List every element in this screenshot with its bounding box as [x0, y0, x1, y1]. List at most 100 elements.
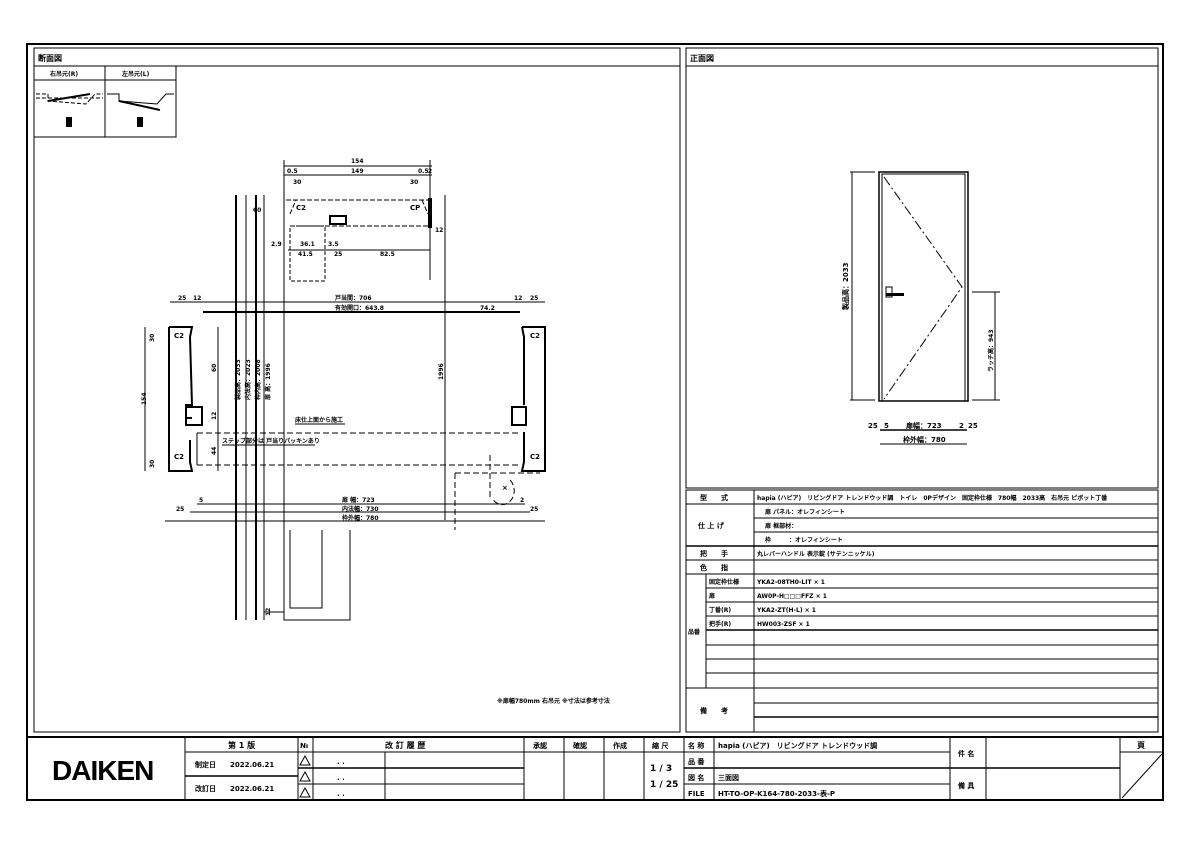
- drawing-label: 作成: [613, 741, 627, 750]
- revision-triangle-icon: [299, 754, 311, 798]
- drawing-line: [1121, 753, 1163, 799]
- handle-icon: [886, 293, 904, 296]
- drawing-line: [289, 225, 326, 282]
- drawing-line: [66, 117, 72, 127]
- drawing-label: 1996: [438, 363, 445, 380]
- drawing-label: HW003-ZSF × 1: [757, 621, 810, 628]
- drawing-label: 25: [334, 251, 342, 258]
- drawing-label: 2: [959, 422, 964, 430]
- drawing-line: [881, 173, 966, 402]
- drawing-line: [299, 754, 311, 766]
- drawing-label: 25: [868, 422, 878, 430]
- drawing-label: 枠内高：2008: [254, 359, 262, 400]
- drawing-label: 仕 上 げ: [697, 521, 725, 530]
- section-view-title: 断面図: [38, 53, 62, 63]
- drawing-label: 固定枠仕様: [709, 578, 740, 586]
- drawing-label: 品番: [688, 628, 701, 636]
- drawing-label: 30: [149, 334, 156, 342]
- drawing-label: 5: [884, 422, 889, 430]
- drawing-label: 戸当間：706: [335, 294, 372, 302]
- drawing-label: YKA2-08TH0-LIT × 1: [756, 579, 825, 586]
- open-right-label: 右吊元(R): [49, 70, 78, 78]
- drawing-label: . .: [337, 774, 345, 782]
- drawing-label: 12: [435, 227, 443, 234]
- drawing-label: 枠 ：オレフィンシート: [765, 536, 843, 544]
- drawing-label: 1 / 3: [650, 764, 672, 774]
- drawing-label: 30: [149, 460, 156, 468]
- drawing-label: 丁番(R): [709, 606, 731, 614]
- title-block: 第 1 版 制定日 2022.06.21 改訂日 2022.06.21 № 改 …: [27, 736, 1163, 800]
- drawing-label: 30: [410, 179, 418, 186]
- drawing-label: 丸レバーハンドル 表示錠 (サテンニッケル): [756, 550, 875, 558]
- drawing-line: [286, 199, 429, 227]
- drawing-label: CP: [410, 204, 420, 212]
- drawing-line: [685, 489, 1159, 733]
- drawing-label: 縮 尺: [652, 741, 668, 750]
- drawing-label: 改訂日: [195, 784, 216, 793]
- drawing-line: [511, 406, 527, 426]
- drawing-line: [283, 530, 351, 621]
- drawing-label: 149: [351, 168, 364, 175]
- open-left-icon: [118, 100, 161, 111]
- drawing-label: 60: [253, 207, 261, 214]
- drawing-label: 2022.06.21: [230, 785, 274, 793]
- drawing-label: 25: [176, 506, 184, 513]
- drawing-label: C2: [174, 453, 184, 461]
- height-dimension-lines: 製品高：2033 内法高：2023 枠内高：2008 扉 高：1996 1996: [234, 195, 446, 620]
- drawing-label: 154: [141, 392, 148, 405]
- drawing-label: ×: [502, 484, 508, 492]
- section-sill-detail: 12: [264, 530, 351, 621]
- drawing-line: [329, 215, 347, 225]
- drawing-label: 154: [351, 158, 364, 165]
- drawing-label: hapia (ハピア) リビングドア トレンドウッド調 トイレ 0Pデザイン 固…: [757, 494, 1108, 502]
- drawing-label: 36.1: [300, 241, 315, 248]
- drawing-label: 色 指: [700, 563, 728, 572]
- drawing-label: 製品高：2033: [841, 262, 850, 311]
- drawing-label: FILE: [688, 790, 705, 798]
- drawing-label: 82.5: [380, 251, 395, 258]
- drawing-label: 扉: [708, 592, 715, 600]
- drawing-label: 2: [520, 497, 524, 504]
- drawing-label: 枠外幅：780: [903, 435, 946, 444]
- door-elevation: 製品高：2033 ラッチ高：943 25 5 扉幅：723 2 25 枠外幅：7…: [841, 171, 1000, 445]
- daiken-logo: DAIKEN: [52, 755, 153, 786]
- drawing-label: 2: [428, 168, 432, 175]
- drawing-label: 30: [293, 179, 301, 186]
- drawing-label: 扉 高：1996: [264, 363, 272, 401]
- drawing-label: 名 称: [688, 741, 704, 750]
- drawing-label: 扉幅：723: [905, 421, 942, 430]
- drawing-label: . .: [337, 790, 345, 798]
- drawing-label: 有効開口：643.8: [335, 304, 384, 312]
- drawing-label: 図 名: [688, 773, 704, 782]
- drawing-line: [428, 198, 432, 228]
- drawing-label: 60: [211, 364, 218, 372]
- drawing-label: 製品高：2033: [234, 359, 242, 401]
- annotation-step: ステップ部分は 戸当りパッキンあり: [222, 437, 320, 445]
- section-plan-detail: 25 12 戸当間：706 有効開口：643.8 74.2 12 25 C2 C…: [141, 294, 546, 530]
- drawing-label: hapia (ハピア) リビングドア トレンドウッド調: [718, 741, 877, 750]
- drawing-label: 品 番: [688, 757, 705, 766]
- drawing-label: 25: [178, 295, 186, 302]
- drawing-label: 内法幅：730: [342, 505, 379, 513]
- drawing-label: 2.9: [271, 241, 282, 248]
- drawing-line: [454, 455, 540, 530]
- drawing-label: 12: [514, 295, 522, 302]
- drawing-label: 扉 パネル：オレフィンシート: [764, 508, 845, 516]
- annotation-floor: 床仕上面から施工: [295, 416, 343, 424]
- drawing-line: [47, 93, 91, 102]
- drawing-label: C2: [530, 332, 540, 340]
- section-head-detail: 154 0.5 149 0.5 2 30 30 C2 CP 60 12 2.9 …: [253, 158, 443, 620]
- drawing-label: 扉 框部材：: [764, 522, 797, 530]
- drawing-line: [168, 326, 194, 472]
- drawing-label: 5: [199, 497, 203, 504]
- drawing-label: 内法高：2023: [244, 359, 252, 400]
- drawing-label: 枠外幅：780: [342, 514, 379, 522]
- drawing-line: [885, 286, 893, 298]
- sheet-border: [26, 43, 1164, 801]
- drawing-label: 扉 幅：723: [341, 496, 375, 504]
- drawing-line: [883, 176, 963, 400]
- drawing-line: [299, 770, 311, 782]
- drawing-label: AW0P-H□□□FFZ × 1: [757, 593, 827, 600]
- drawing-label: 12: [193, 295, 201, 302]
